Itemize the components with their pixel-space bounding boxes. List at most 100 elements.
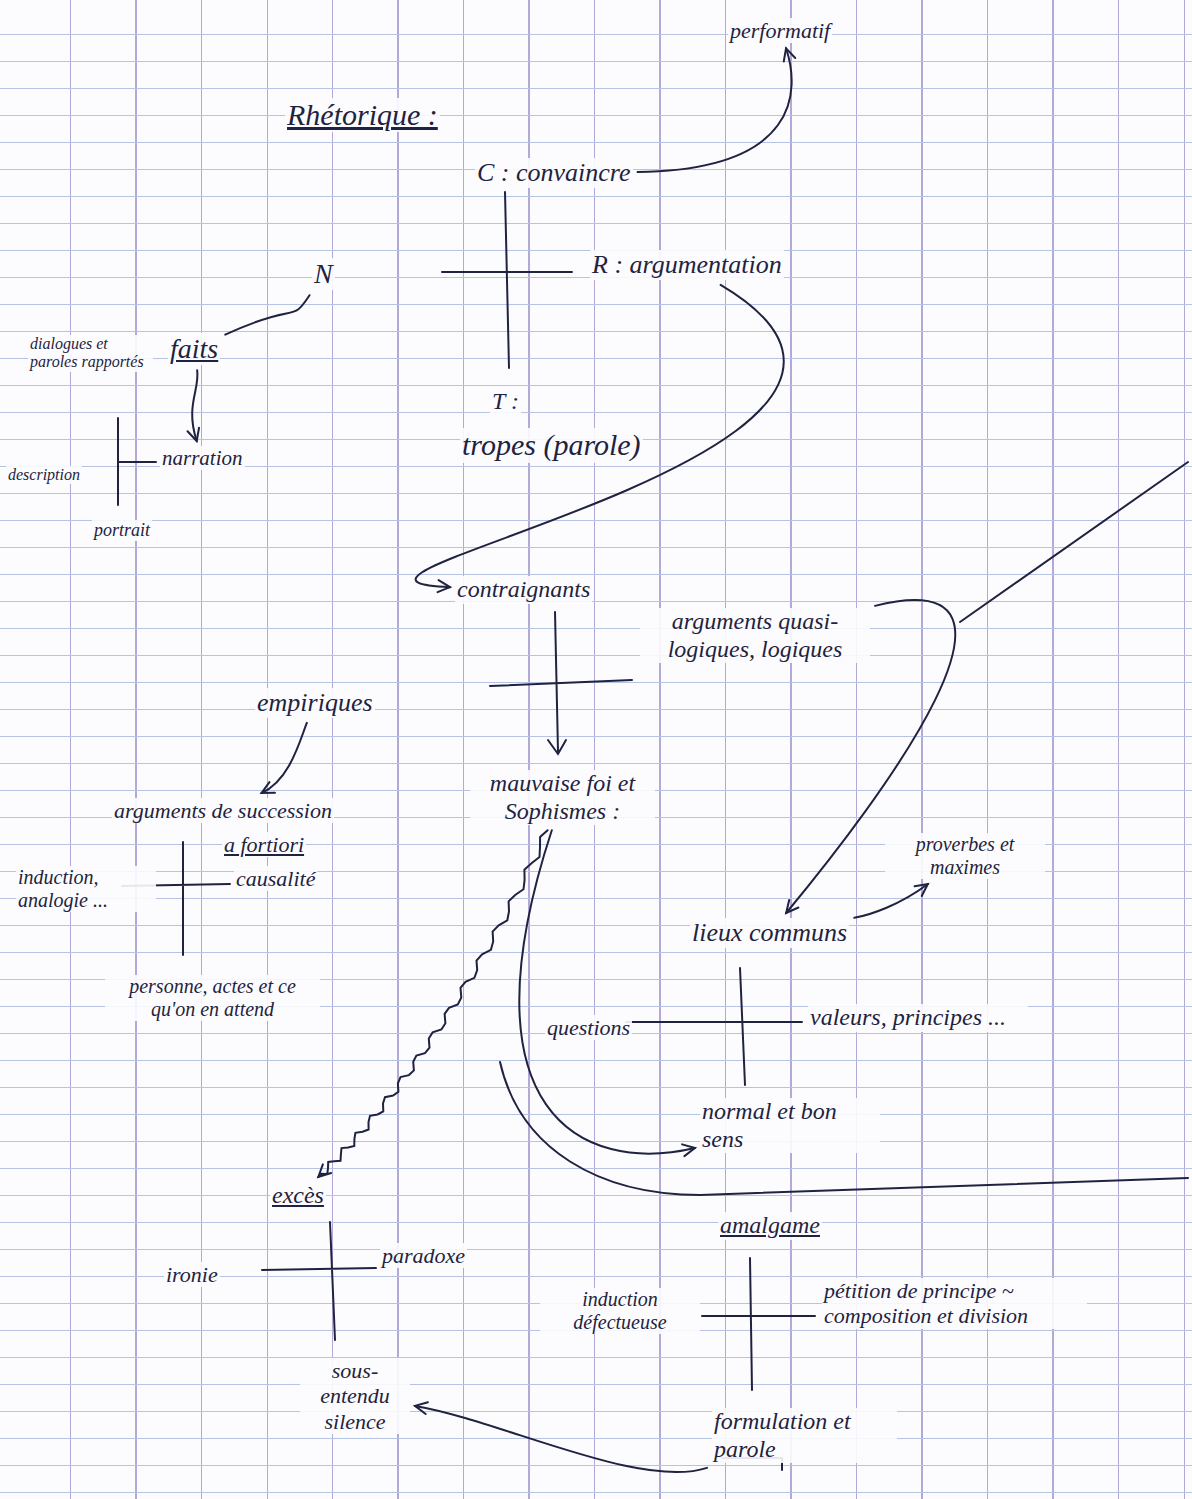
node-text: description: [6, 466, 82, 484]
connector: [638, 48, 796, 172]
arrowhead: [262, 782, 275, 793]
node-text: excès: [270, 1182, 326, 1210]
text-node: performatif: [728, 18, 832, 43]
arrowhead: [682, 1144, 695, 1156]
text-node: contraignants: [455, 576, 592, 604]
cross: [442, 192, 572, 368]
cross: [490, 612, 632, 752]
node-text: dialogues et paroles rapportés: [28, 335, 153, 372]
node-text: sous-entendu silence: [300, 1358, 410, 1434]
text-node: personne, actes et ce qu'on en attend: [105, 975, 320, 1021]
node-text: valeurs, principes ...: [808, 1004, 1028, 1032]
text-node: narration: [160, 446, 245, 470]
node-text: questions: [545, 1015, 632, 1040]
text-node: T :: [490, 388, 521, 416]
text-node: valeurs, principes ...: [808, 1004, 1028, 1032]
cross: [118, 418, 156, 505]
connector-line: [415, 1406, 707, 1472]
arrowhead: [438, 580, 450, 592]
text-node: paradoxe: [380, 1243, 467, 1268]
connector: [519, 830, 695, 1156]
node-text: amalgame: [718, 1212, 822, 1240]
text-node: pétition de principe ~ composition et di…: [822, 1278, 1087, 1329]
connector-line: [416, 285, 784, 587]
connector: [854, 884, 928, 918]
node-text: T :: [490, 388, 521, 416]
cross: [626, 968, 802, 1085]
text-node: arguments quasi-logiques, logiques: [640, 608, 870, 663]
text-node: amalgame: [718, 1212, 822, 1240]
connector: [416, 285, 784, 592]
node-text: pétition de principe ~ composition et di…: [822, 1278, 1087, 1329]
text-node: proverbes et maximes: [885, 833, 1045, 879]
text-node: C : convaincre: [475, 158, 633, 188]
connector-line: [192, 370, 197, 441]
arrowhead: [786, 900, 798, 913]
node-text: formulation et parole: [712, 1408, 897, 1463]
connector: [262, 723, 307, 793]
text-node: formulation et parole: [712, 1408, 897, 1463]
text-node: description: [6, 466, 82, 484]
connector: [188, 370, 200, 441]
connector-line: [519, 830, 695, 1153]
node-text: C : convaincre: [475, 158, 633, 188]
text-node: mauvaise foi et Sophismes :: [470, 770, 655, 825]
node-text: induction défectueuse: [540, 1288, 700, 1334]
node-text: causalité: [234, 866, 317, 891]
text-node: dialogues et paroles rapportés: [28, 335, 153, 372]
text-node: sous-entendu silence: [300, 1358, 410, 1434]
arrowhead: [784, 48, 795, 61]
text-node: tropes (parole): [460, 428, 643, 463]
text-node: empiriques: [255, 688, 375, 718]
node-text: induction, analogie ...: [16, 866, 156, 912]
text-node: excès: [270, 1182, 326, 1210]
node-text: normal et bon sens: [700, 1098, 880, 1153]
text-node: faits: [168, 333, 220, 365]
text-node: causalité: [234, 866, 317, 891]
text-node: a fortiori: [222, 832, 306, 857]
node-text: lieux communs: [690, 918, 849, 948]
text-node: induction défectueuse: [540, 1288, 700, 1334]
node-text: faits: [168, 333, 220, 365]
node-text: ironie: [164, 1262, 220, 1287]
arrowhead: [318, 1164, 331, 1177]
connector: [415, 1402, 707, 1472]
node-text: empiriques: [255, 688, 375, 718]
connector-line: [638, 48, 792, 172]
text-node: R : argumentation: [590, 250, 784, 280]
connector-line: [225, 295, 309, 334]
node-text: tropes (parole): [460, 428, 643, 463]
title: Rhétorique :: [285, 98, 440, 132]
node-text: arguments de succession: [112, 798, 334, 823]
node-text: performatif: [728, 18, 832, 43]
arrowhead: [188, 428, 200, 441]
text-node: questions: [545, 1015, 632, 1040]
node-text: N: [312, 258, 335, 290]
text-node: arguments de succession: [112, 798, 334, 823]
cross: [702, 1258, 815, 1390]
node-text: portrait: [92, 520, 152, 541]
text-node: induction, analogie ...: [16, 866, 156, 912]
node-text: paradoxe: [380, 1243, 467, 1268]
arrowhead: [915, 884, 928, 896]
text-node: portrait: [92, 520, 152, 541]
node-text: mauvaise foi et Sophismes :: [470, 770, 655, 825]
node-text: proverbes et maximes: [885, 833, 1045, 879]
cross: [262, 1222, 376, 1340]
text-node: lieux communs: [690, 918, 849, 948]
text-node: N: [312, 258, 335, 290]
connector: [225, 295, 309, 334]
connector-line: [854, 884, 928, 918]
stray-line: [500, 1062, 1188, 1195]
node-text: a fortiori: [222, 832, 306, 857]
connector-line: [262, 723, 307, 793]
node-text: R : argumentation: [590, 250, 784, 280]
node-text: narration: [160, 446, 245, 470]
node-text: contraignants: [455, 576, 592, 604]
connector-line: [318, 830, 547, 1177]
text-node: normal et bon sens: [700, 1098, 880, 1153]
text-node: ironie: [164, 1262, 220, 1287]
node-text: personne, actes et ce qu'on en attend: [105, 975, 320, 1021]
arrowhead: [548, 740, 566, 754]
